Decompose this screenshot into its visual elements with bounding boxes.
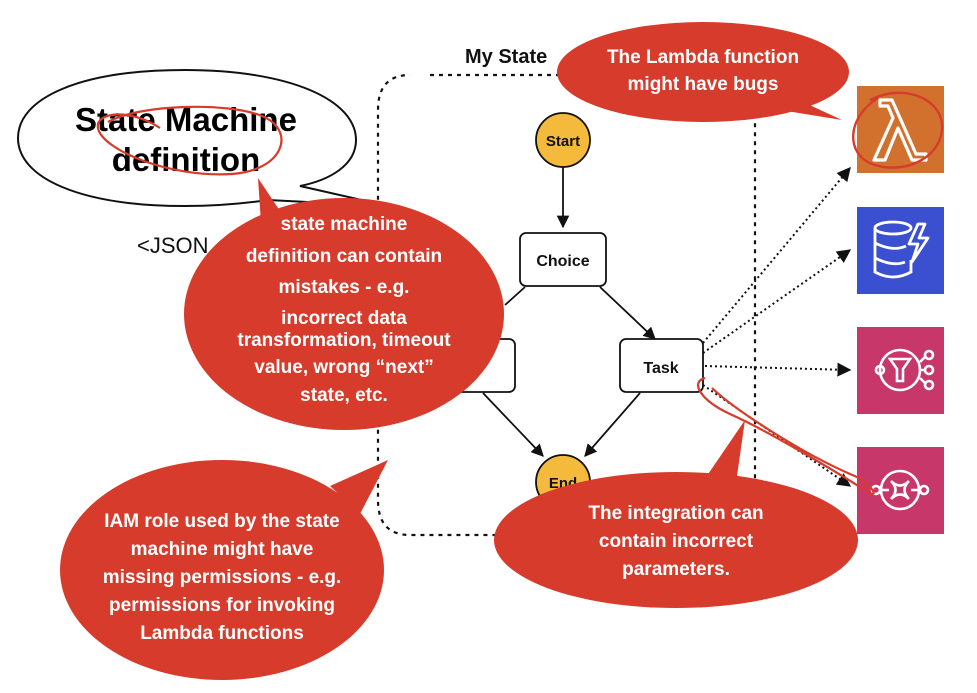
state-machine-title: My State bbox=[465, 46, 548, 68]
lambda-highlight-scribble bbox=[852, 91, 944, 169]
definition-mistakes-line-5: transformation, timeout bbox=[237, 330, 451, 351]
sns-service bbox=[857, 327, 944, 414]
edge-choice-task bbox=[599, 286, 656, 340]
task-node-label: Task bbox=[643, 360, 678, 377]
definition-mistakes-line-2: definition can contain bbox=[246, 246, 442, 267]
definition-mistakes-line-6: value, wrong “next” bbox=[254, 357, 433, 378]
lambda-icon bbox=[872, 98, 928, 162]
integration-callout-tail bbox=[700, 420, 745, 490]
integration-line-3: parameters. bbox=[622, 559, 730, 580]
definition-speech-bubble bbox=[16, 68, 389, 208]
iam-role-line-5: Lambda functions bbox=[140, 623, 304, 644]
sqs-service bbox=[857, 447, 944, 534]
definition-mistakes-line-4: incorrect data bbox=[281, 308, 407, 329]
start-node bbox=[535, 112, 591, 168]
iam-role-line-1: IAM role used by the state bbox=[104, 511, 339, 532]
lambda-bugs-line-1: The Lambda function bbox=[607, 47, 799, 68]
edge-task-lambda bbox=[702, 166, 851, 344]
sns-icon bbox=[874, 348, 935, 392]
edge-task-sns bbox=[704, 362, 852, 377]
iam-role-callout-tail bbox=[330, 460, 388, 514]
iam-role-line-2: machine might have bbox=[131, 539, 314, 560]
edge-task-end bbox=[584, 392, 641, 457]
json-label: <JSON bbox=[137, 233, 209, 258]
definition-mistakes-line-3: mistakes - e.g. bbox=[279, 277, 410, 298]
start-node-label: Start bbox=[546, 133, 580, 150]
sqs-icon-bg bbox=[857, 447, 944, 534]
dynamodb-icon bbox=[873, 220, 930, 279]
choice-node bbox=[519, 232, 607, 287]
definition-mistakes-callout bbox=[184, 198, 504, 430]
iam-role-callout bbox=[60, 460, 384, 680]
definition-mistakes-line-7: state, etc. bbox=[300, 385, 388, 406]
choice-node-label: Choice bbox=[536, 253, 589, 270]
dynamodb-icon-bg bbox=[857, 207, 944, 294]
iam-role-line-4: permissions for invoking bbox=[109, 595, 335, 616]
definition-mistakes-line-1: state machine bbox=[281, 214, 408, 235]
edge-choice-left bbox=[504, 286, 526, 306]
integration-callout bbox=[494, 472, 858, 608]
lambda-bugs-line-2: might have bugs bbox=[628, 74, 779, 95]
iam-role-line-3: missing permissions - e.g. bbox=[103, 567, 342, 588]
sns-icon-bg bbox=[857, 327, 944, 414]
integration-line-1: The integration can bbox=[588, 503, 763, 524]
task-node bbox=[619, 338, 704, 393]
definition-highlight-scribble bbox=[96, 105, 283, 176]
integration-line-2: contain incorrect bbox=[599, 531, 754, 552]
edge-task-dynamodb bbox=[702, 249, 852, 354]
integration-highlight-scribble bbox=[697, 376, 875, 495]
dynamodb-service bbox=[857, 207, 944, 294]
lambda-bugs-callout bbox=[557, 22, 849, 122]
edge-left-end bbox=[482, 392, 544, 457]
